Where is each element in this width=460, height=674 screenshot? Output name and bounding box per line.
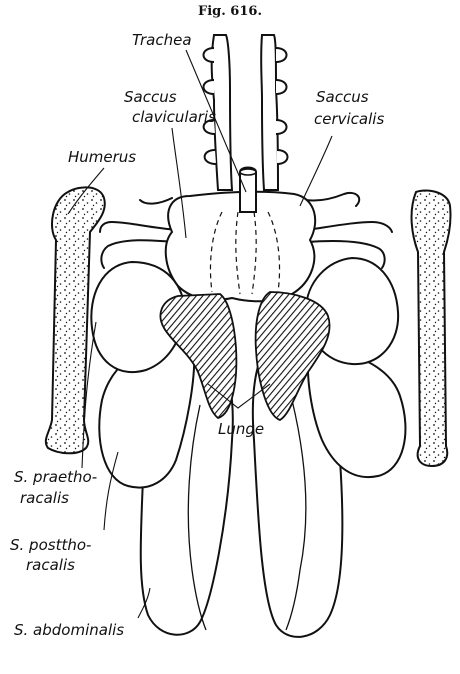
label-saccus-cervicalis-1: Saccus: [316, 88, 369, 106]
label-lunge: Lunge: [218, 420, 264, 438]
leader-saccus-cervicalis: [300, 136, 332, 206]
label-s-abdominalis: S. abdominalis: [14, 621, 124, 639]
cervical-sac-tube-right: [261, 35, 287, 190]
label-trachea: Trachea: [132, 31, 192, 49]
label-s-postthoracalis-1: S. posttho-: [10, 536, 91, 554]
figure-number: Fig. 616.: [198, 4, 262, 19]
label-s-postthoracalis-2: racalis: [26, 556, 75, 574]
label-humerus: Humerus: [68, 148, 136, 166]
label-saccus-cervicalis-2: cervicalis: [314, 110, 384, 128]
humerus-right: [412, 191, 451, 466]
label-saccus-clavicularis-1: Saccus: [124, 88, 177, 106]
label-s-praethoracalis-1: S. praetho-: [14, 468, 97, 486]
label-saccus-clavicularis-2: clavicularis: [132, 108, 216, 126]
humeral-branch-right: [306, 193, 392, 268]
label-s-praethoracalis-2: racalis: [20, 489, 69, 507]
